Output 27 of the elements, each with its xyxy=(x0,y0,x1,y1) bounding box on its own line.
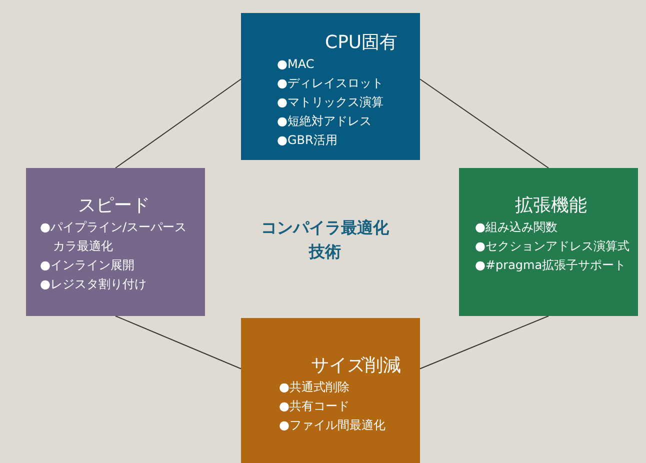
bullet-item: ●共有コード xyxy=(279,398,350,415)
box-heading: サイズ削減 xyxy=(311,354,401,378)
bullet-item: ●パイプライン/スーパースカラ最適化 xyxy=(40,219,188,255)
bullet-item: ●共通式削除 xyxy=(279,379,350,396)
category-box xyxy=(459,168,638,316)
bullet-item: ●短絶対アドレス xyxy=(277,113,372,130)
box-heading: CPU固有 xyxy=(325,31,398,55)
box-heading: スピード xyxy=(78,194,150,218)
bullet-item: ●ディレイスロット xyxy=(277,75,384,92)
bullet-item: ●組み込み関数 xyxy=(475,219,558,236)
bullet-item: ●MAC xyxy=(277,56,316,73)
bullet-item: ●GBR活用 xyxy=(277,132,338,149)
category-box xyxy=(26,168,205,316)
center-title: コンパイラ最適化技術 xyxy=(260,217,390,263)
bullet-item: ●#pragma拡張子サポート xyxy=(475,257,628,274)
bullet-item: ●セクションアドレス演算式 xyxy=(475,238,630,255)
connector-line xyxy=(115,316,242,370)
bullet-item: ●インライン展開 xyxy=(40,257,136,274)
category-box xyxy=(241,13,420,160)
connector-line xyxy=(115,78,242,168)
bullet-item: ●マトリックス演算 xyxy=(277,94,384,111)
connector-line xyxy=(420,78,549,168)
box-heading: 拡張機能 xyxy=(515,194,587,218)
bullet-item: ●レジスタ割り付け xyxy=(40,276,148,293)
category-box xyxy=(241,318,420,463)
bullet-item: ●ファイル間最適化 xyxy=(279,417,386,434)
connector-line xyxy=(420,316,549,370)
